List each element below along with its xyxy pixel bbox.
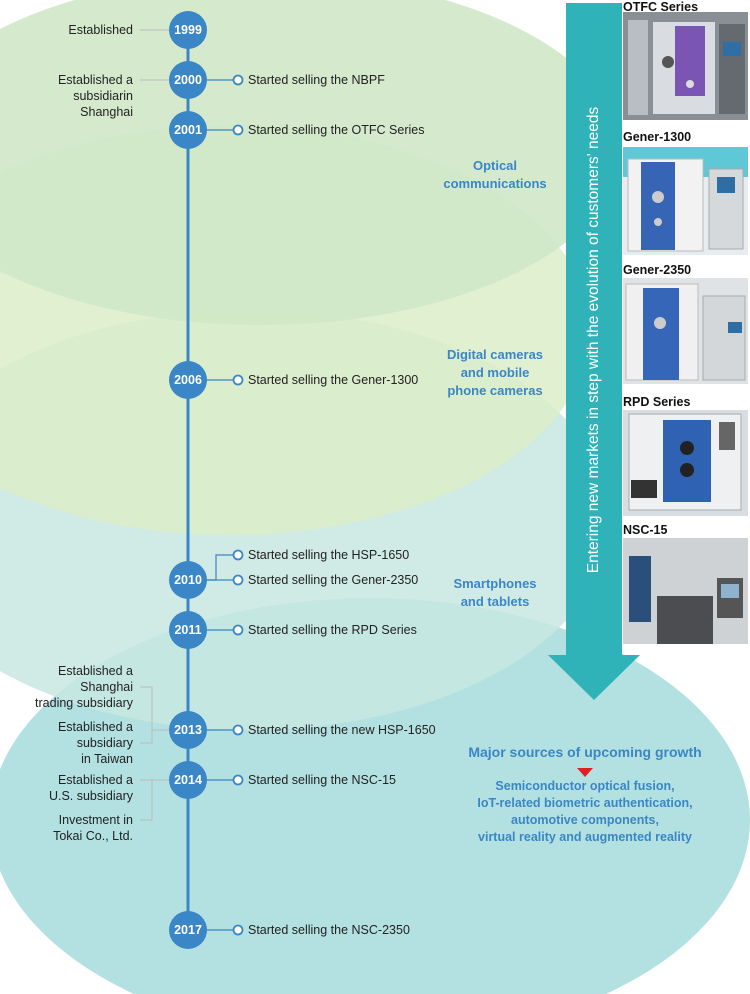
market-label-line: communications <box>443 176 547 191</box>
product-label: RPD Series <box>623 395 691 409</box>
growth-item: virtual reality and augmented reality <box>478 830 692 844</box>
gener2350-machine-photo <box>623 278 748 384</box>
growth-arrow-shaft <box>566 3 622 655</box>
arrow-caption: Entering new markets in step with the ev… <box>585 106 602 574</box>
product-label: NSC-15 <box>623 523 668 537</box>
event-marker <box>232 724 244 736</box>
left-bracket-2014 <box>140 779 153 821</box>
left-bracket-2013 <box>140 686 153 744</box>
market-label: Digital cameras and mobile phone cameras <box>425 346 565 400</box>
market-label: Optical communications <box>425 157 565 193</box>
gener1300-machine-photo <box>623 147 748 255</box>
event-marker <box>232 624 244 636</box>
year-circle-2010: 2010 <box>169 561 207 599</box>
history-text: Shanghai <box>80 105 133 119</box>
history-text: Tokai Co., Ltd. <box>53 829 133 843</box>
event-marker <box>232 374 244 386</box>
history-text: Shanghai <box>80 680 133 694</box>
growth-item: Semiconductor optical fusion, <box>495 779 675 793</box>
product-label: OTFC Series <box>623 0 699 14</box>
year-circle-2014: 2014 <box>169 761 207 799</box>
history-text: U.S. subsidiary <box>48 789 133 803</box>
event-marker <box>232 74 244 86</box>
growth-items: Semiconductor optical fusion, IoT-related… <box>455 778 715 846</box>
history-text: trading subsidiary <box>35 696 133 710</box>
history-text: subsidiary <box>76 736 133 750</box>
year-circle-2006: 2006 <box>169 361 207 399</box>
event-marker <box>232 774 244 786</box>
year-circle-1999: 1999 <box>169 11 207 49</box>
event-text: Started selling the OTFC Series <box>248 123 425 137</box>
market-label-line: and tablets <box>460 594 530 609</box>
event-text: Started selling the NSC-2350 <box>248 923 410 937</box>
history-text: Established a <box>57 664 133 678</box>
event-marker <box>232 549 244 561</box>
event-text: Started selling the Gener-2350 <box>248 573 419 587</box>
market-label-line: Smartphones <box>453 576 537 591</box>
history-text: Established a <box>57 73 133 87</box>
event-text: Started selling the NSC-15 <box>248 773 396 787</box>
market-label-line: and mobile <box>460 365 530 380</box>
market-label-line: Digital cameras <box>446 347 544 362</box>
year-circle-2000: 2000 <box>169 61 207 99</box>
growth-item: IoT-related biometric authentication, <box>477 796 693 810</box>
event-text: Started selling the RPD Series <box>248 623 417 637</box>
product-label: Gener-2350 <box>623 263 692 277</box>
year-circle-2001: 2001 <box>169 111 207 149</box>
history-text: subsidiarin <box>73 89 133 103</box>
history-text: Established a <box>57 720 133 734</box>
growth-title: Major sources of upcoming growth <box>468 744 702 760</box>
growth-item: automotive components, <box>511 813 659 827</box>
market-label-line: Optical <box>472 158 518 173</box>
event-text: Started selling the Gener-1300 <box>248 373 419 387</box>
history-text: in Taiwan <box>81 752 133 766</box>
event-marker <box>232 124 244 136</box>
growth-arrow-head <box>548 655 640 700</box>
growth-down-marker <box>577 768 593 777</box>
event-text: Started selling the HSP-1650 <box>248 548 410 562</box>
market-label: Smartphones and tablets <box>425 575 565 611</box>
year-circle-2013: 2013 <box>169 711 207 749</box>
history-text: Investment in <box>58 813 133 827</box>
year-circle-2017: 2017 <box>169 911 207 949</box>
event-marker <box>232 574 244 586</box>
event-marker <box>232 924 244 936</box>
era-ellipse-1 <box>0 0 620 325</box>
event-text: Started selling the NBPF <box>248 73 385 87</box>
nsc15-machine-photo <box>623 538 748 644</box>
history-text: Established <box>68 23 133 37</box>
year-circle-2011: 2011 <box>169 611 207 649</box>
product-label: Gener-1300 <box>623 130 692 144</box>
event-text: Started selling the new HSP-1650 <box>248 723 436 737</box>
rpd-machine-photo <box>623 410 748 516</box>
market-label-line: phone cameras <box>447 383 543 398</box>
history-text: Established a <box>57 773 133 787</box>
otfc-machine-photo <box>623 12 748 120</box>
